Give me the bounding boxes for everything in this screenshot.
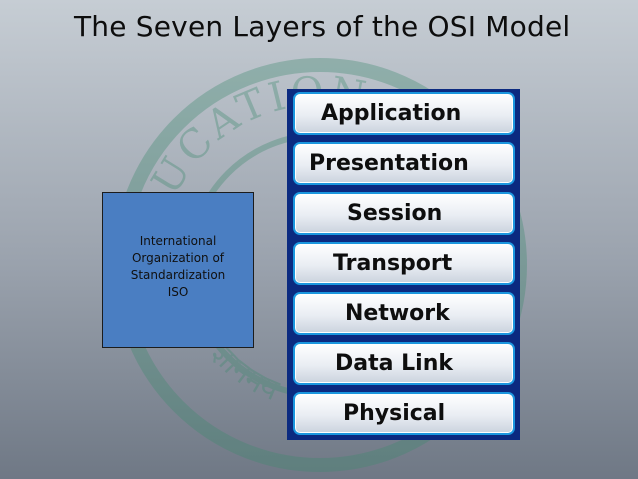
layer-session: Session <box>293 192 515 235</box>
osi-layer-stack: Application Presentation Session Transpo… <box>287 89 520 440</box>
iso-line: Standardization <box>130 268 226 282</box>
iso-box: International Organization of Standardiz… <box>102 192 254 348</box>
iso-line: International <box>139 234 217 248</box>
layer-transport: Transport <box>293 242 515 285</box>
slide-title: The Seven Layers of the OSI Model <box>74 10 571 43</box>
layer-physical: Physical <box>293 392 515 435</box>
layer-application: Application <box>293 92 515 135</box>
layer-network: Network <box>293 292 515 335</box>
layer-data-link: Data Link <box>293 342 515 385</box>
layer-presentation: Presentation <box>293 142 515 185</box>
iso-line: Organization of <box>131 251 225 265</box>
iso-line: ISO <box>167 285 189 299</box>
